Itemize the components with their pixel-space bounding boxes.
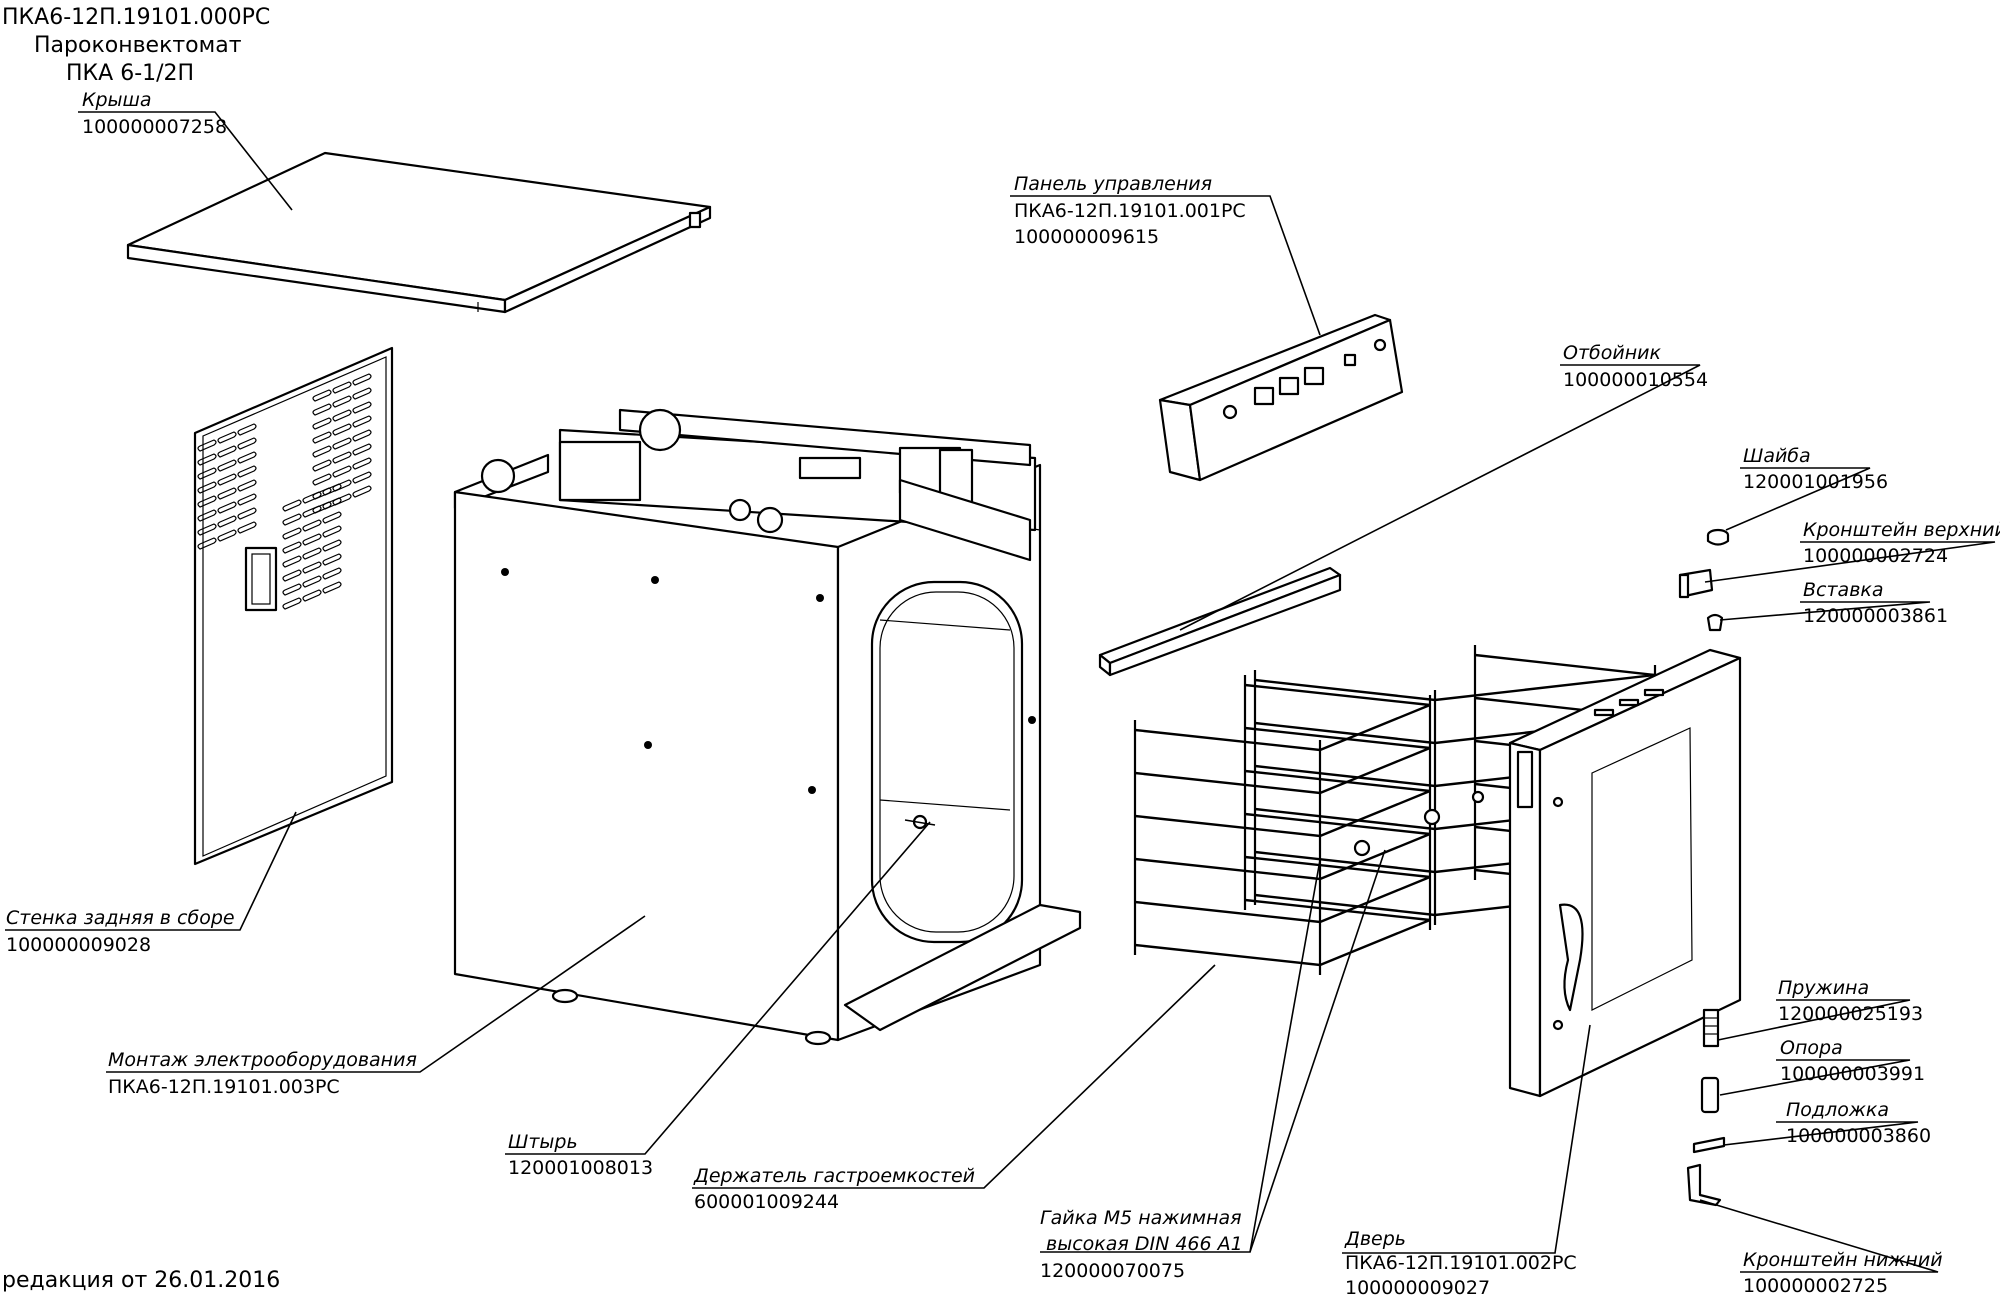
revision-note: редакция от 26.01.2016 bbox=[2, 1268, 280, 1293]
label-nut-code: 120000070075 bbox=[1040, 1260, 1185, 1282]
label-pin-name: Штырь bbox=[508, 1131, 578, 1153]
label-spring-code: 120000025193 bbox=[1778, 1003, 1923, 1025]
label-roof-name: Крыша bbox=[82, 89, 152, 111]
main-body-drawing bbox=[453, 408, 1082, 1046]
label-nut-name2: высокая DIN 466 A1 bbox=[1046, 1233, 1243, 1255]
label-insert-name: Вставка bbox=[1803, 579, 1884, 601]
label-lower-bracket-name: Кронштейн нижний bbox=[1743, 1249, 1943, 1271]
control-panel-drawing bbox=[1158, 313, 1404, 482]
label-tray-holder-code: 600001009244 bbox=[694, 1191, 839, 1213]
label-deflector-code: 100000010554 bbox=[1563, 369, 1708, 391]
label-insert-code: 120000003861 bbox=[1803, 605, 1948, 627]
label-washer-code: 120001001956 bbox=[1743, 471, 1888, 493]
leader-lines bbox=[5, 111, 1996, 1273]
label-deflector-name: Отбойник bbox=[1563, 342, 1661, 364]
label-support-code: 100000003991 bbox=[1780, 1063, 1925, 1085]
hinge-parts-drawing bbox=[1678, 528, 1730, 1207]
doc-code: ПКА6-12П.19101.000РС bbox=[2, 5, 270, 30]
label-spring-name: Пружина bbox=[1778, 977, 1869, 999]
label-nut-name: Гайка М5 нажимная bbox=[1040, 1207, 1242, 1229]
product-name: Пароконвектомат bbox=[34, 33, 242, 58]
label-electrical-name: Монтаж электрооборудования bbox=[108, 1049, 417, 1071]
label-upper-bracket-code: 100000002724 bbox=[1803, 545, 1948, 567]
deflector-drawing bbox=[1098, 566, 1342, 677]
label-rear-wall-name: Стенка задняя в сборе bbox=[6, 907, 235, 929]
door-drawing bbox=[1508, 648, 1742, 1098]
rear-wall-drawing bbox=[193, 346, 394, 866]
label-rear-wall-code: 100000009028 bbox=[6, 934, 151, 956]
roof-drawing bbox=[126, 151, 712, 314]
label-door-code2: ПКА6-12П.19101.002РС bbox=[1345, 1252, 1577, 1274]
label-control-panel-name: Панель управления bbox=[1014, 173, 1212, 195]
label-control-panel-code: 100000009615 bbox=[1014, 226, 1159, 248]
label-support-name: Опора bbox=[1780, 1037, 1843, 1059]
label-pad-name: Подложка bbox=[1786, 1099, 1889, 1121]
label-roof-code: 100000007258 bbox=[82, 116, 227, 138]
label-pad-code: 100000003860 bbox=[1786, 1125, 1931, 1147]
label-pin-code: 120001008013 bbox=[508, 1157, 653, 1179]
label-electrical-code: ПКА6-12П.19101.003РС bbox=[108, 1076, 340, 1098]
label-door-code: 100000009027 bbox=[1345, 1277, 1490, 1296]
label-lower-bracket-code: 100000002725 bbox=[1743, 1275, 1888, 1296]
label-washer-name: Шайба bbox=[1743, 445, 1811, 467]
label-upper-bracket-name: Кронштейн верхний bbox=[1803, 519, 2000, 541]
part-labels: Крыша 100000007258 Панель управления ПКА… bbox=[6, 89, 2000, 1296]
product-model: ПКА 6-1/2П bbox=[66, 61, 194, 86]
label-control-panel-code2: ПКА6-12П.19101.001РС bbox=[1014, 200, 1246, 222]
label-door-name: Дверь bbox=[1344, 1228, 1406, 1250]
label-tray-holder-name: Держатель гастроемкостей bbox=[693, 1165, 975, 1187]
